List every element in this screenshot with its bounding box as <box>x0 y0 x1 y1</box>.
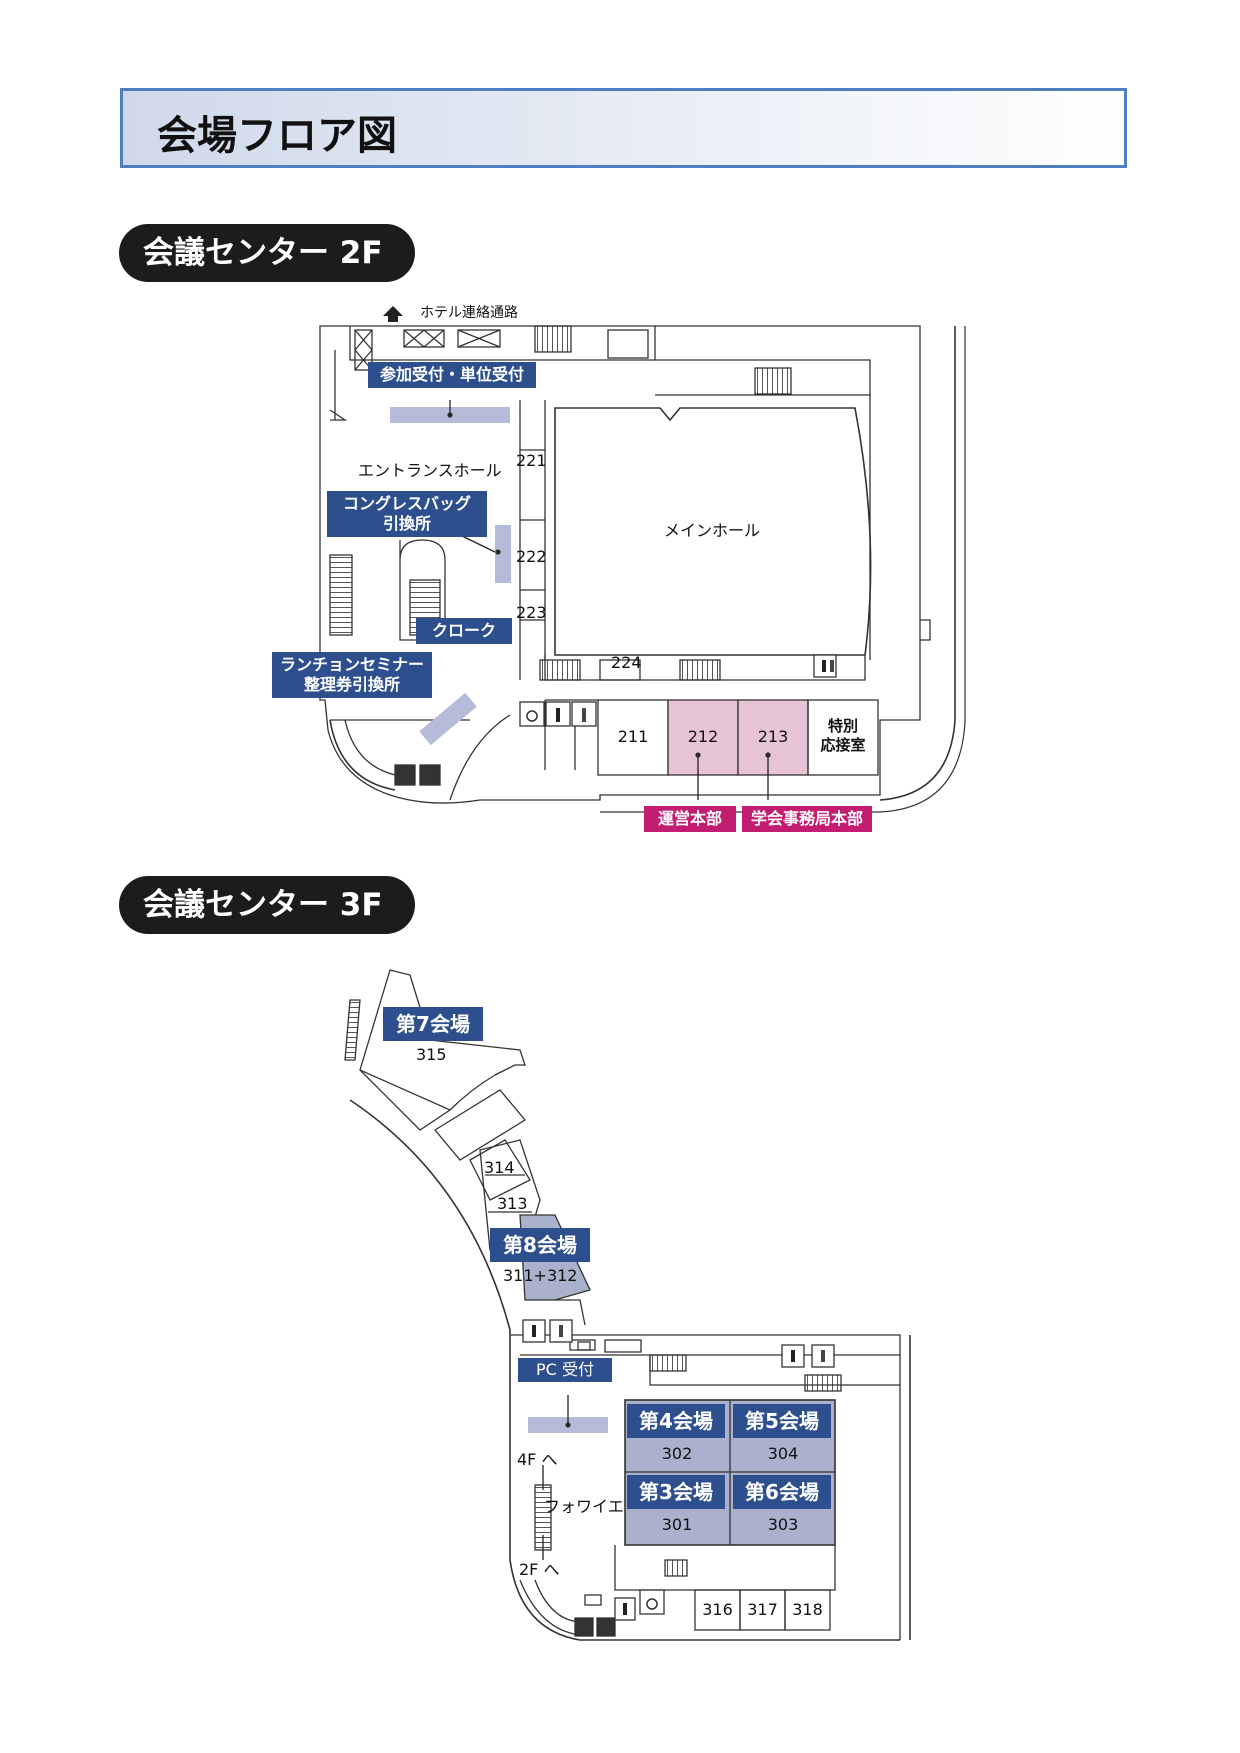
title-bar: 会場フロア図 <box>120 88 1127 168</box>
luncheon-line2: 整理券引換所 <box>303 675 400 694</box>
room-311-312: 311+312 <box>503 1266 578 1285</box>
elevator-icon <box>574 1617 594 1637</box>
room-222: 222 <box>516 547 547 566</box>
venue-4-label: 第4会場 <box>627 1404 725 1438</box>
room-301: 301 <box>661 1515 693 1534</box>
secretariat-hq-label: 学会事務局本部 <box>742 806 872 832</box>
room-223: 223 <box>516 603 547 622</box>
luncheon-label: ランチョンセミナー 整理券引換所 <box>272 652 432 698</box>
elevator-icon <box>596 1617 616 1637</box>
to-4f-label: 4F へ <box>517 1450 558 1469</box>
room-314: 314 <box>484 1158 515 1177</box>
room-213: 213 <box>757 727 789 746</box>
wheelchair-icon <box>519 701 545 727</box>
venue-6-label: 第6会場 <box>733 1475 831 1509</box>
restroom-icon <box>522 1319 835 1621</box>
room-313: 313 <box>497 1194 528 1213</box>
floor-3f-plan <box>344 969 911 1641</box>
operations-hq-label: 運営本部 <box>644 806 736 832</box>
elevator-icon <box>419 764 441 786</box>
floor-2f-plan <box>319 306 966 813</box>
hotel-link-label: ホテル連絡通路 <box>420 305 518 321</box>
room-211: 211 <box>617 727 649 746</box>
floor-heading-3f: 会議センター 3F <box>119 876 415 934</box>
venue-5-label: 第5会場 <box>733 1404 831 1438</box>
foyer-label: フォワイエ <box>544 1497 624 1516</box>
restroom-icon <box>545 654 837 727</box>
cloak-label: クローク <box>416 618 512 644</box>
elevator-icon <box>394 764 416 786</box>
special-room: 特別 応接室 <box>808 717 878 755</box>
room-302: 302 <box>661 1444 693 1463</box>
congress-bag-line2: 引換所 <box>382 514 431 533</box>
floor-heading-2f: 会議センター 2F <box>119 224 415 282</box>
pc-reception-label: PC 受付 <box>518 1358 612 1382</box>
room-315: 315 <box>416 1045 447 1064</box>
reception-label: 参加受付・単位受付 <box>368 362 536 388</box>
room-303: 303 <box>767 1515 799 1534</box>
venue-8-label: 第8会場 <box>490 1228 590 1262</box>
congress-bag-label: コングレスバッグ 引換所 <box>327 491 487 537</box>
to-2f-label: 2F へ <box>519 1560 560 1579</box>
entrance-hall-label: エントランスホール <box>358 461 502 480</box>
congress-bag-line1: コングレスバッグ <box>342 494 471 513</box>
luncheon-line1: ランチョンセミナー <box>279 655 424 674</box>
room-316: 316 <box>702 1600 733 1619</box>
main-hall-label: メインホール <box>664 521 761 540</box>
arrow-up-icon <box>383 306 403 322</box>
wheelchair-icon <box>639 1589 665 1615</box>
room-317: 317 <box>747 1600 778 1619</box>
room-212: 212 <box>687 727 719 746</box>
venue-3-label: 第3会場 <box>627 1475 725 1509</box>
special-room-line2: 応接室 <box>820 736 866 754</box>
special-room-line1: 特別 <box>827 717 858 735</box>
elevator-icon <box>577 1341 602 1606</box>
room-224: 224 <box>611 653 642 672</box>
venue-7-label: 第7会場 <box>383 1007 483 1041</box>
room-304: 304 <box>767 1444 799 1463</box>
room-221: 221 <box>516 451 547 470</box>
room-318: 318 <box>792 1600 823 1619</box>
page-title: 会場フロア図 <box>157 113 397 159</box>
